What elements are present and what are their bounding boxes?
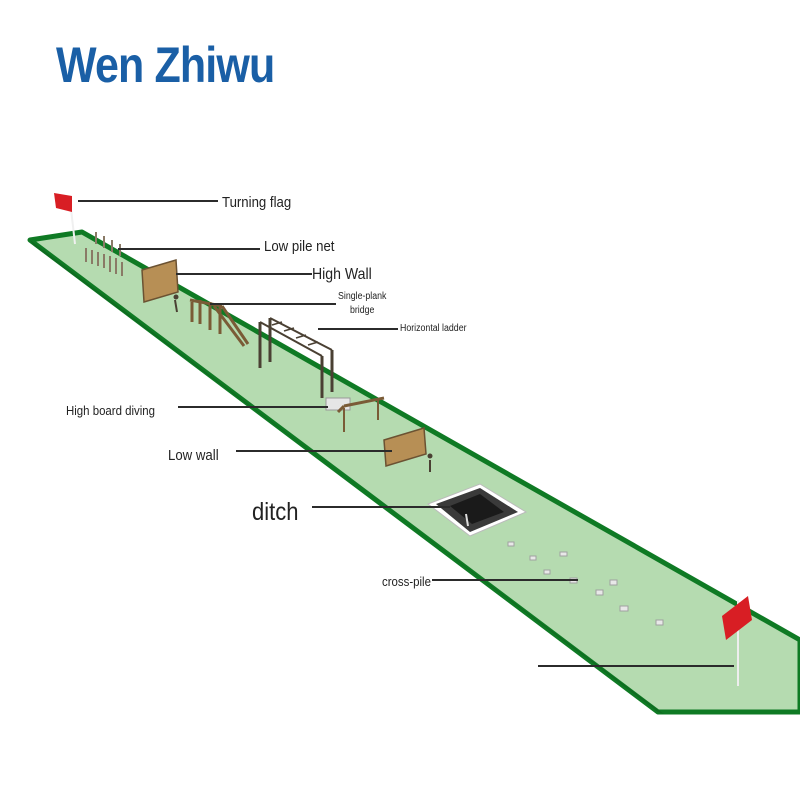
label-cross-pile: cross-pile [382,574,431,589]
label-ditch: ditch [252,498,299,526]
runner-head-2 [427,453,433,459]
label-high-wall: High Wall [312,266,372,283]
leader-lines [78,200,734,667]
horizontal-ladder [258,317,334,398]
turning-flag-end [722,596,752,686]
label-turning-flag: Turning flag [222,194,292,211]
low-pile-net [85,232,123,276]
label-single-plank-line2: bridge [349,305,375,316]
runner-figure-1 [174,299,178,313]
label-single-plank-bridge: Single-plank bridge [338,290,386,318]
single-plank-bridge [189,298,250,347]
label-single-plank-line1: Single-plank [338,291,387,302]
brand-logo-text: Wen Zhiwu [56,37,275,93]
turning-flag-start [54,193,76,245]
low-wall [383,427,427,467]
ditch [426,483,528,537]
runner-head-1 [173,294,179,300]
high-wall [141,259,179,303]
label-low-wall: Low wall [168,447,219,464]
label-horizontal-ladder: Horizontal ladder [400,323,467,334]
label-high-board-diving: High board diving [66,403,156,418]
label-low-pile-net: Low pile net [264,238,335,255]
high-board-diving [325,396,385,432]
green-track [27,229,800,715]
